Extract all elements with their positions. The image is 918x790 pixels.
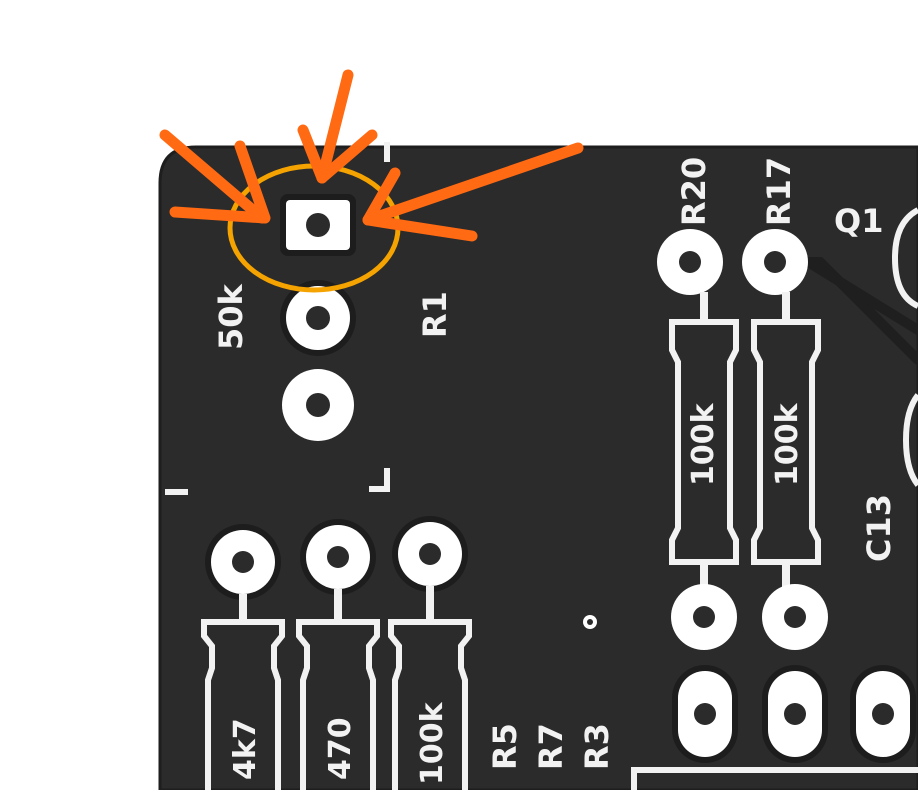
r17-footprint xyxy=(742,229,828,650)
r3-value-label: 100k xyxy=(415,701,450,785)
q1-outline xyxy=(891,207,918,309)
r17-ref-label: R17 xyxy=(760,157,798,226)
pot-value-label: 50k xyxy=(212,283,250,350)
c13-outline xyxy=(902,393,918,487)
r3-footprint xyxy=(388,516,472,790)
r20-footprint xyxy=(657,229,739,650)
pot-ref-label: R1 xyxy=(416,291,454,338)
r20-value-label: 100k xyxy=(686,402,721,486)
r20-ref-label: R20 xyxy=(675,157,713,226)
pot-outline xyxy=(165,142,390,495)
r5-value-label: 4k7 xyxy=(228,718,263,780)
pot-pads xyxy=(280,194,356,441)
r17-value-label: 100k xyxy=(770,402,805,486)
ic-outline xyxy=(631,767,918,790)
oval-pads xyxy=(672,665,916,763)
r3-ref-label: R3 xyxy=(578,723,616,770)
r5-footprint xyxy=(201,524,285,790)
c13-ref-label: C13 xyxy=(860,494,898,562)
r7-ref-label: R7 xyxy=(532,723,570,770)
q1-ref-label: Q1 xyxy=(834,202,883,240)
r5-ref-label: R5 xyxy=(486,723,524,770)
arrow-icon xyxy=(159,69,584,242)
r7-value-label: 470 xyxy=(323,717,358,780)
r7-footprint xyxy=(296,519,380,790)
